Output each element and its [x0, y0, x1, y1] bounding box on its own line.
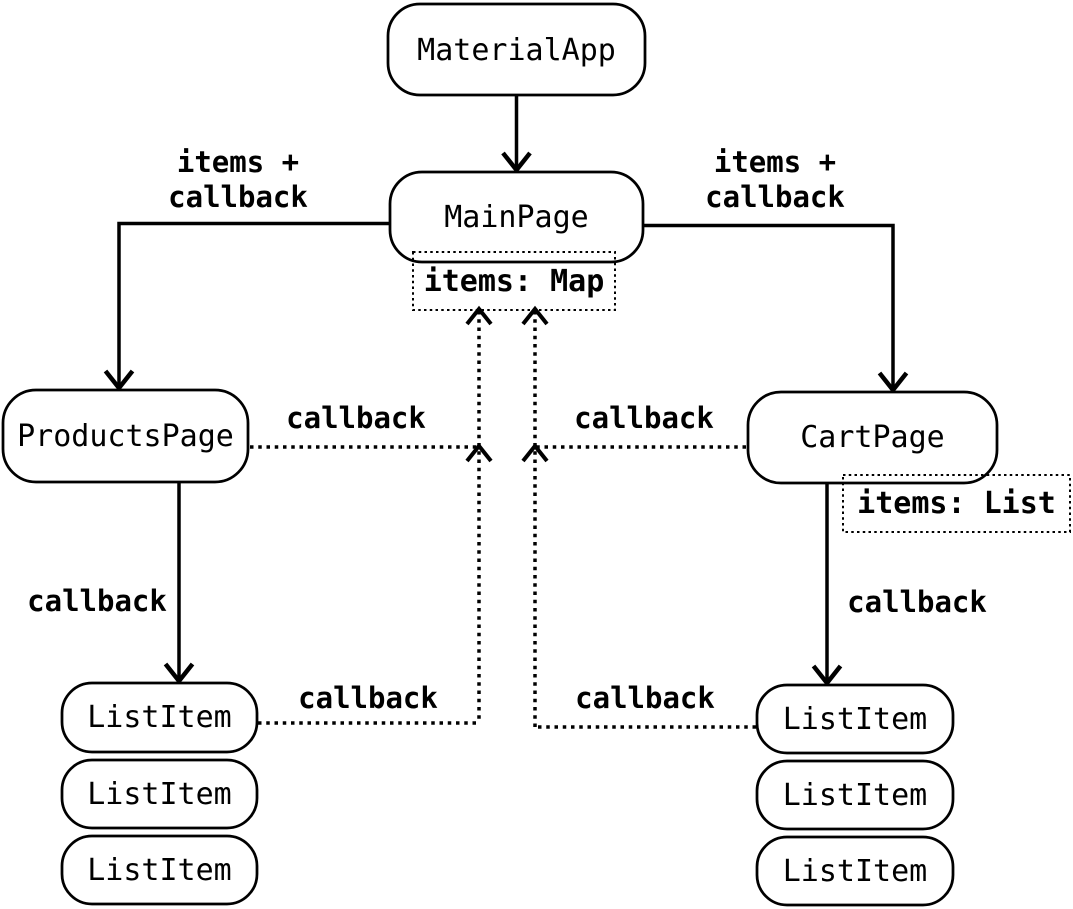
node-label: MaterialApp	[417, 33, 616, 68]
node-box	[755, 835, 955, 907]
label-callback-cartpage-listitem: callback	[847, 585, 987, 619]
node-label: MainPage	[444, 200, 589, 235]
node-cartpage: CartPage	[746, 390, 999, 485]
node-listitem-right-3: ListItem	[755, 835, 955, 907]
edge-cartpage-to-listitem	[811, 483, 843, 687]
label-items-callback-right: items + callback	[705, 145, 845, 214]
edge-mainpage-to-productspage	[103, 221, 390, 392]
node-label: ListItem	[87, 777, 232, 812]
edge-callback-riser-left	[465, 305, 493, 723]
edge-label-line2: callback	[168, 180, 308, 214]
arrowhead-down-icon	[163, 662, 195, 685]
edge-materialapp-to-mainpage	[501, 95, 532, 174]
edge-label-line1: items +	[714, 145, 836, 179]
node-box	[60, 758, 259, 830]
node-box	[388, 170, 645, 264]
arrowhead-down-icon	[877, 371, 909, 394]
arrowhead-down-icon	[103, 369, 135, 392]
state-box-border	[842, 474, 1071, 533]
node-label: ProductsPage	[17, 419, 234, 454]
node-box	[755, 759, 955, 831]
state-box-border	[412, 251, 616, 311]
label-callback-productspage-riser: callback	[286, 401, 426, 435]
label-items-callback-left: items + callback	[168, 145, 308, 214]
node-box	[60, 681, 259, 754]
node-mainpage: MainPage	[388, 170, 645, 264]
edge-callback-riser-right	[521, 305, 549, 727]
edge-label-line1: items +	[177, 145, 299, 179]
node-box	[60, 834, 259, 906]
label-callback-listitem-left-riser: callback	[298, 681, 438, 715]
arrowhead-down-icon	[501, 151, 532, 174]
node-box	[746, 390, 999, 485]
state-label: items: List	[857, 486, 1056, 521]
node-listitem-left-3: ListItem	[60, 834, 259, 906]
edge-line	[643, 223, 895, 390]
arrowhead-down-icon	[811, 664, 843, 687]
node-productspage: ProductsPage	[1, 388, 250, 484]
edge-mainpage-to-cartpage	[643, 223, 909, 394]
edge-productspage-to-listitem	[163, 482, 195, 685]
node-listitem-left-2: ListItem	[60, 758, 259, 830]
node-label: ListItem	[783, 778, 928, 813]
node-box	[1, 388, 250, 484]
arrowhead-up-icon	[465, 442, 493, 463]
node-materialapp: MaterialApp	[386, 2, 647, 97]
label-callback-productspage-listitem: callback	[27, 584, 167, 618]
node-listitem-right-2: ListItem	[755, 759, 955, 831]
node-box	[755, 683, 955, 755]
arrowhead-up-icon	[465, 305, 493, 326]
state-box-items-map: items: Map	[412, 251, 616, 311]
node-box	[386, 2, 647, 97]
state-label: items: Map	[424, 264, 605, 299]
state-box-items-list: items: List	[842, 474, 1071, 533]
label-callback-cartpage-riser: callback	[574, 401, 714, 435]
node-label: ListItem	[783, 854, 928, 889]
node-label: CartPage	[800, 420, 945, 455]
arrowhead-up-icon	[521, 442, 549, 463]
node-listitem-right-1: ListItem	[755, 683, 955, 755]
node-label: ListItem	[87, 700, 232, 735]
edge-label-line2: callback	[705, 180, 845, 214]
node-label: ListItem	[87, 853, 232, 888]
node-listitem-left-1: ListItem	[60, 681, 259, 754]
label-callback-listitem-right-riser: callback	[575, 681, 715, 715]
node-label: ListItem	[783, 702, 928, 737]
edge-line	[117, 221, 390, 388]
